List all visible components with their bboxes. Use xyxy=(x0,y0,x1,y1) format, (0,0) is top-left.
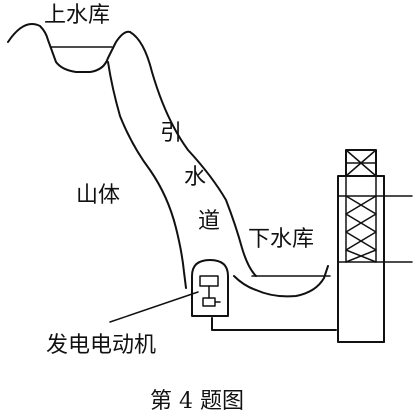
penstock-label-1: 引 xyxy=(160,121,182,146)
upper-reservoir-label: 上水库 xyxy=(44,3,110,28)
generator-housing xyxy=(191,259,229,317)
generator-motor-symbol xyxy=(199,275,221,307)
generator-motor-label: 发电电动机 xyxy=(46,333,156,358)
figure-caption: 第 4 题图 xyxy=(150,389,244,414)
mountain-label: 山体 xyxy=(76,183,120,208)
mountain-outline xyxy=(7,23,131,73)
penstock-outer-wall xyxy=(129,31,257,277)
penstock-inner-wall xyxy=(107,61,187,289)
penstock-label-2: 水 xyxy=(184,165,206,190)
discharge-channel xyxy=(211,317,337,331)
penstock-label-3: 道 xyxy=(198,209,220,234)
lower-reservoir-basin xyxy=(233,265,329,298)
dam-tower xyxy=(337,149,413,343)
generator-leader-line xyxy=(109,291,199,323)
lower-reservoir-label: 下水库 xyxy=(248,227,314,252)
